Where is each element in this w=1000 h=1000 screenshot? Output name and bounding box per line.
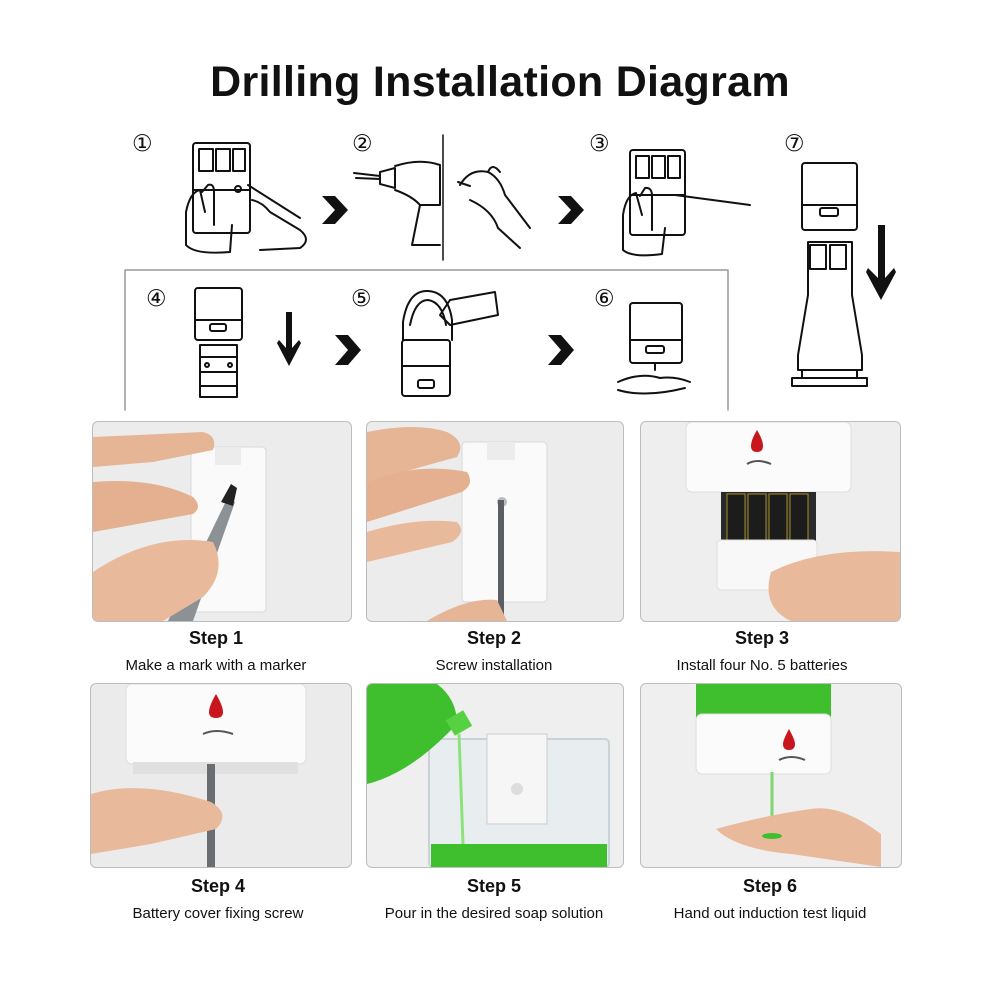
photo-step-5	[366, 683, 624, 868]
photo-step-6	[640, 683, 902, 868]
diagram-number-6: ⑥	[594, 286, 615, 312]
diagram-number-2: ②	[352, 131, 373, 157]
step-6-caption: Step 6 Hand out induction test liquid	[640, 876, 900, 922]
diagram-number-5: ⑤	[351, 286, 372, 312]
diagram-step-6	[617, 302, 691, 395]
step-4-title: Step 4	[190, 876, 246, 896]
step-arrows	[277, 196, 896, 366]
diagram-step-2	[353, 160, 531, 249]
diagram-number-7: ⑦	[784, 131, 805, 157]
diagram-number-1: ①	[132, 131, 153, 157]
step-3-desc: Install four No. 5 batteries	[676, 657, 848, 674]
diagram-number-3: ③	[589, 131, 610, 157]
diagram-step-4	[194, 287, 243, 398]
photo-step-1	[92, 421, 352, 622]
step-6-desc: Hand out induction test liquid	[673, 905, 867, 922]
photo-step-4	[90, 683, 352, 868]
step-4-caption: Step 4 Battery cover fixing screw	[88, 876, 348, 922]
photo-step-3	[640, 421, 901, 622]
diagram-step-7	[791, 162, 868, 387]
photo-step-2	[366, 421, 624, 622]
step-2-title: Step 2	[466, 628, 522, 648]
diagram-step-5	[401, 289, 499, 397]
diagram-number-4: ④	[146, 286, 167, 312]
diagram-step-1	[185, 142, 307, 254]
diagram-step-3	[622, 149, 751, 257]
step-1-title: Step 1	[188, 628, 244, 648]
step-6-title: Step 6	[742, 876, 798, 896]
step-4-desc: Battery cover fixing screw	[132, 905, 304, 922]
step-3-caption: Step 3 Install four No. 5 batteries	[632, 628, 892, 674]
step-2-desc: Screw installation	[435, 657, 553, 674]
step-5-caption: Step 5 Pour in the desired soap solution	[364, 876, 624, 922]
page-title: Drilling Installation Diagram	[210, 58, 790, 106]
step-5-desc: Pour in the desired soap solution	[384, 905, 604, 922]
step-1-desc: Make a mark with a marker	[125, 657, 307, 674]
step-3-title: Step 3	[734, 628, 790, 648]
line-art-diagram: ① ② ③ ⑦ ④ ⑤ ⑥	[124, 131, 896, 411]
step-1-caption: Step 1 Make a mark with a marker	[86, 628, 346, 674]
step-2-caption: Step 2 Screw installation	[364, 628, 624, 674]
step-5-title: Step 5	[466, 876, 522, 896]
